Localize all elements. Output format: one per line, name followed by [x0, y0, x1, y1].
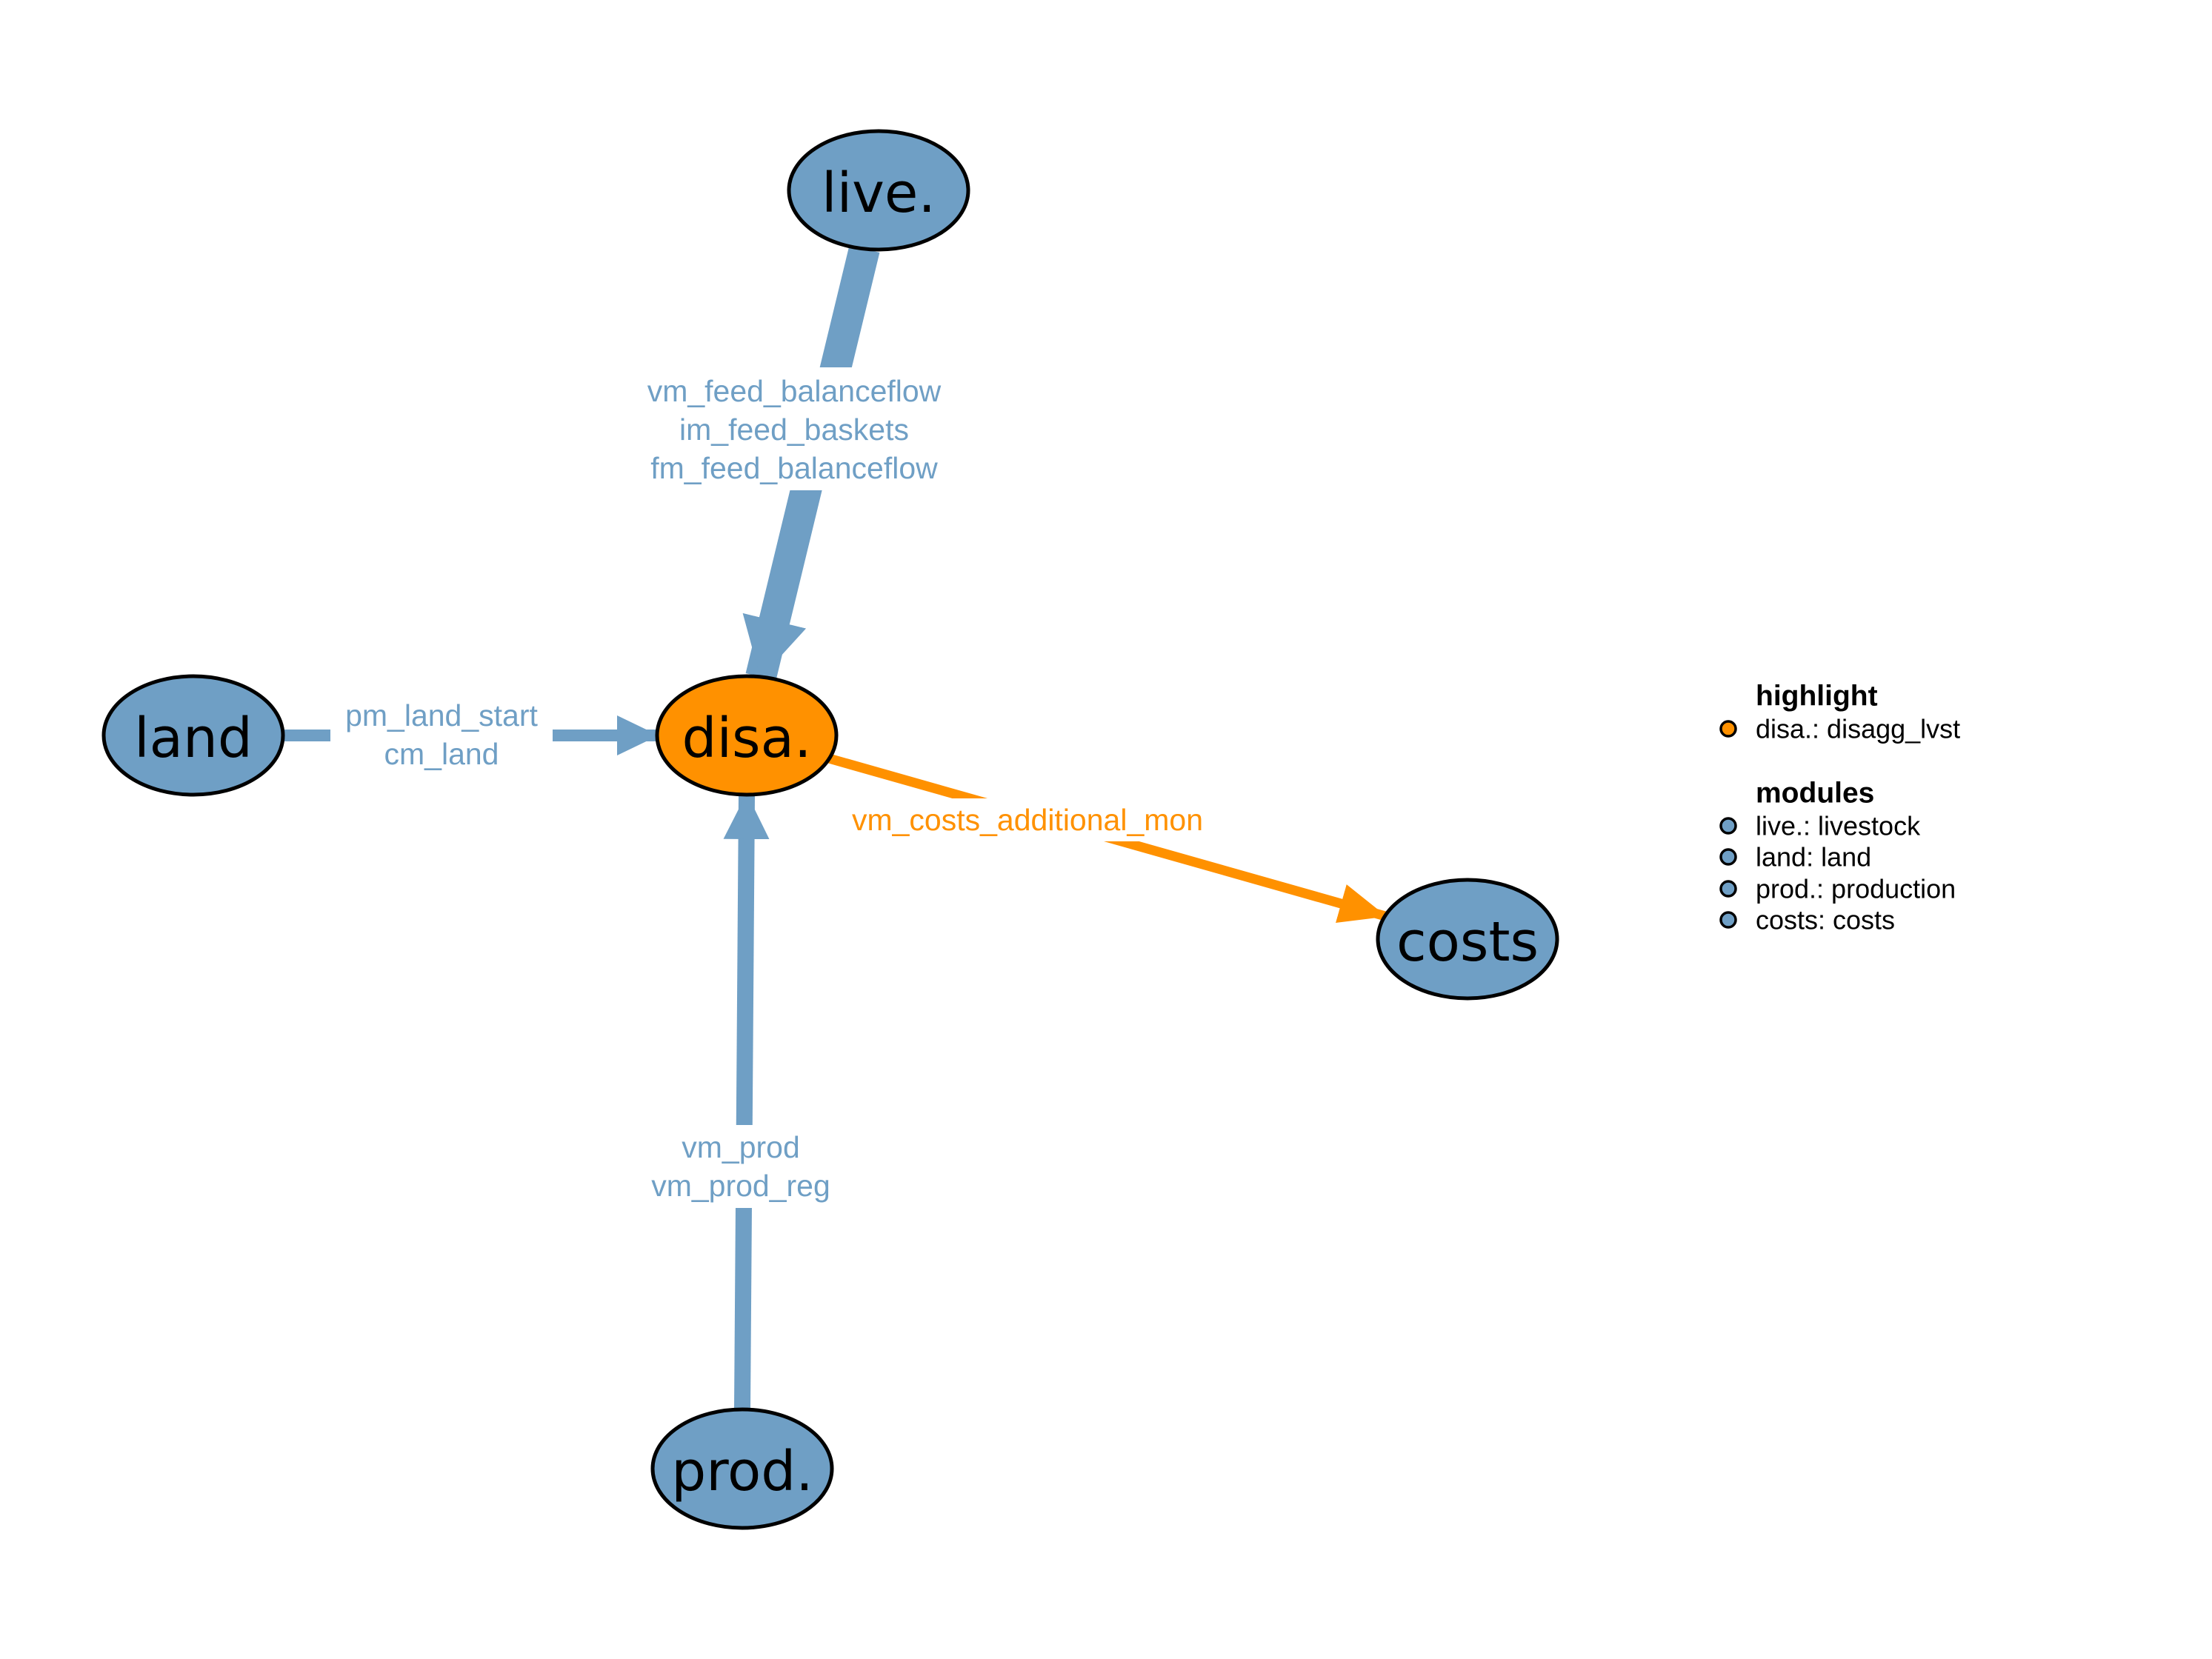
- node-ellipse-costs: [1376, 878, 1559, 1001]
- edge-label-line: vm_feed_balanceflow: [647, 374, 942, 408]
- node-costs: costs: [1376, 878, 1559, 1001]
- legend-item-prod: prod.: production: [1756, 874, 1956, 904]
- node-ellipse-disa: [655, 674, 839, 797]
- legend-marker-live: [1719, 817, 1737, 835]
- node-prod: prod.: [650, 1407, 834, 1530]
- node-land: land: [101, 674, 285, 797]
- edge-label-line: cm_land: [384, 737, 499, 771]
- edge-label-bg: [636, 367, 953, 490]
- legend-modules-title: modules: [1756, 778, 1874, 810]
- edge-label-line: fm_feed_balanceflow: [650, 451, 938, 485]
- node-label-costs: costs: [1396, 910, 1539, 974]
- legend-marker-costs: [1719, 911, 1737, 929]
- legend-highlight-title: highlight: [1756, 681, 1878, 712]
- edge-label-disa-costs: vm_costs_additional_mon: [847, 798, 1210, 841]
- node-ellipse-prod: [650, 1407, 834, 1530]
- node-label-land: land: [134, 707, 253, 770]
- edge-label-live-disa: vm_feed_balanceflow im_feed_baskets fm_f…: [636, 367, 953, 490]
- legend-marker-prod: [1719, 880, 1737, 898]
- edge-label-line: pm_land_start: [345, 698, 538, 732]
- edge-label-line: vm_costs_additional_mon: [852, 803, 1203, 837]
- edge-label-bg: [640, 1125, 842, 1208]
- edge-label-line: vm_prod_reg: [651, 1169, 830, 1203]
- legend-marker-disa: [1719, 720, 1737, 738]
- node-live: live.: [787, 129, 970, 252]
- node-label-disa: disa.: [682, 707, 812, 770]
- node-ellipse-land: [101, 674, 285, 797]
- edge-label-land-disa: pm_land_start cm_land: [330, 693, 553, 775]
- legend: highlight disa.: disagg_lvst modules liv…: [1719, 681, 1960, 935]
- legend-item-land: land: land: [1756, 842, 1871, 872]
- node-disa-highlight: disa.: [655, 674, 839, 797]
- legend-item-live: live.: livestock: [1756, 811, 1921, 841]
- legend-marker-land: [1719, 848, 1737, 866]
- node-label-prod: prod.: [671, 1440, 813, 1503]
- edge-label-bg: [330, 693, 553, 775]
- node-label-live: live.: [822, 161, 936, 225]
- edge-label-bg: [847, 798, 1210, 841]
- edge-label-line: im_feed_baskets: [679, 413, 909, 447]
- edge-label-prod-disa: vm_prod vm_prod_reg: [640, 1125, 842, 1208]
- edge-label-line: vm_prod: [682, 1130, 800, 1164]
- node-ellipse-live: [787, 129, 970, 252]
- legend-item-disa: disa.: disagg_lvst: [1756, 714, 1960, 744]
- legend-item-costs: costs: costs: [1756, 905, 1895, 935]
- edge-prod-disa: [723, 793, 770, 1410]
